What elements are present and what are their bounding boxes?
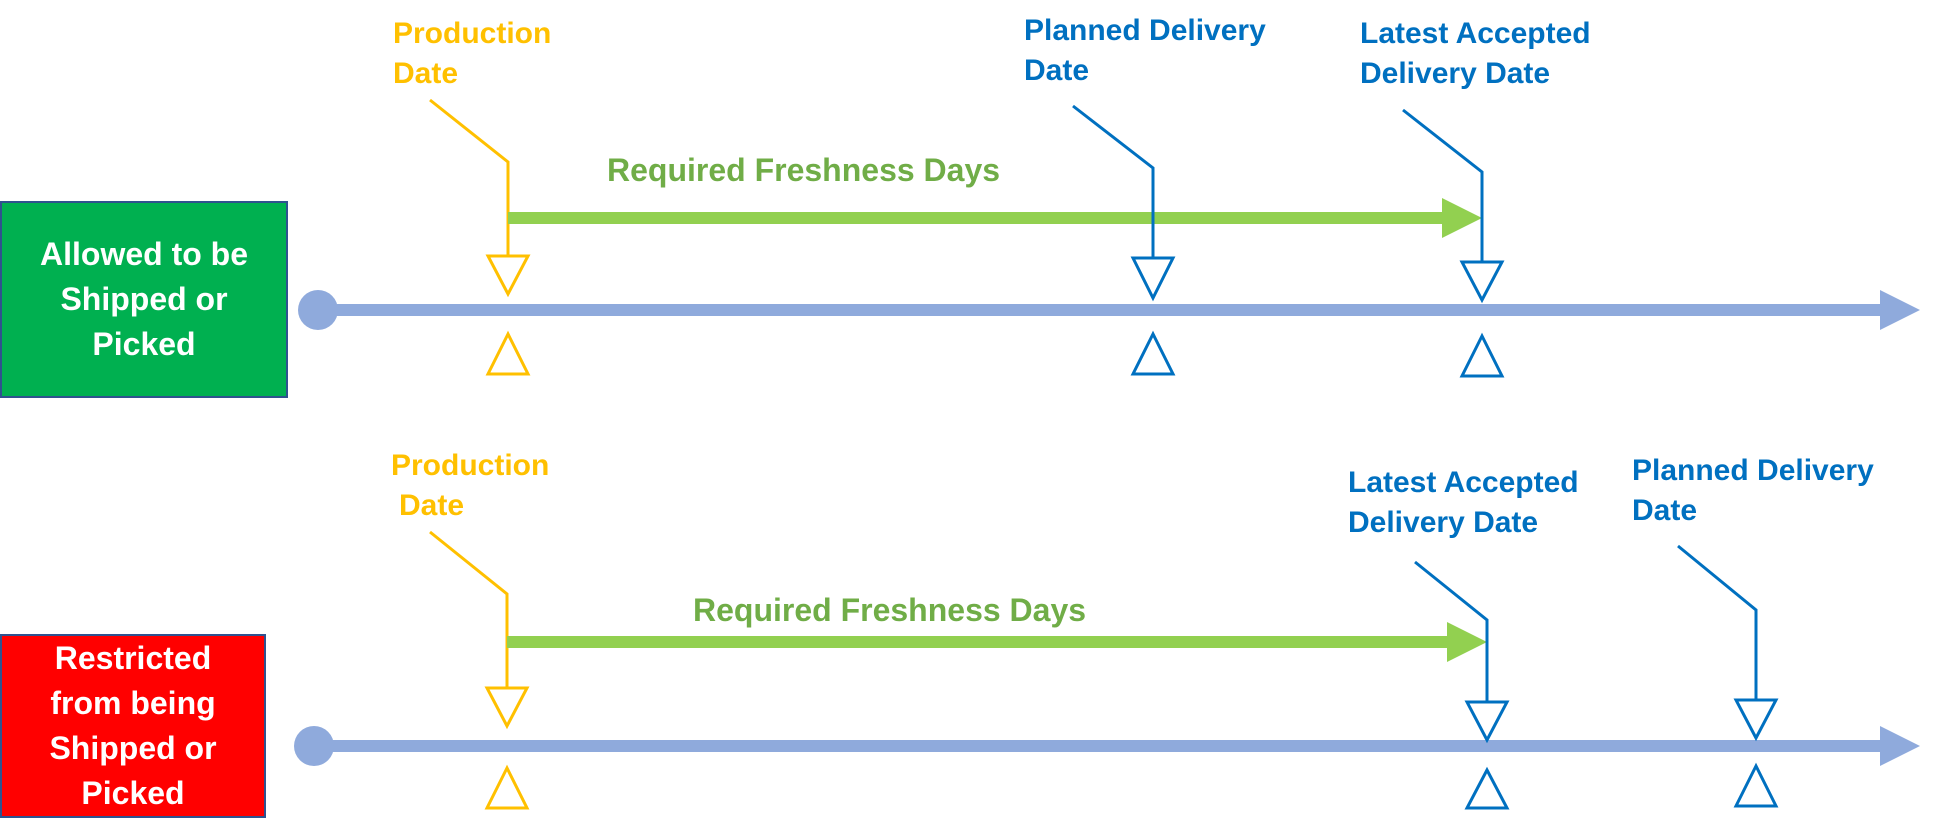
restricted-freshness-arrow [507,622,1487,662]
allowed-scenario [298,98,1920,378]
restricted-status-line: Shipped or [49,730,217,766]
restricted-latest-marker [1414,560,1510,810]
restricted-status-line: Picked [81,775,185,811]
allowed-timeline [298,290,1920,330]
restricted-status-line: Restricted [54,640,212,676]
allowed-production-marker [429,98,531,376]
allowed-status-line: Picked [92,326,196,362]
restricted-freshness-label: Required Freshness Days [693,592,1087,628]
allowed-status-box: Allowed to be Shipped or Picked [0,201,288,398]
restricted-planned-marker [1677,544,1779,808]
restricted-production-marker [429,530,530,810]
restricted-status-line: from being [50,685,216,721]
allowed-status-line: Allowed to be [40,236,248,272]
allowed-production-label: Production Date [393,17,552,90]
allowed-planned-label: Planned Delivery Date [1024,14,1266,87]
restricted-scenario [294,530,1920,810]
restricted-status-box: Restricted from being Shipped or Picked [0,634,266,818]
allowed-latest-label: Latest Accepted Delivery Date [1360,17,1591,90]
allowed-freshness-label: Required Freshness Days [607,152,1001,188]
restricted-planned-label: Planned Delivery Date [1632,454,1874,527]
restricted-timeline [294,726,1920,766]
allowed-planned-marker [1072,104,1176,376]
allowed-status-line: Shipped or [60,281,228,317]
restricted-latest-label: Latest Accepted Delivery Date [1348,466,1579,539]
allowed-freshness-arrow [508,198,1482,238]
allowed-latest-marker [1402,108,1505,378]
restricted-production-label: Production Date [391,449,550,522]
